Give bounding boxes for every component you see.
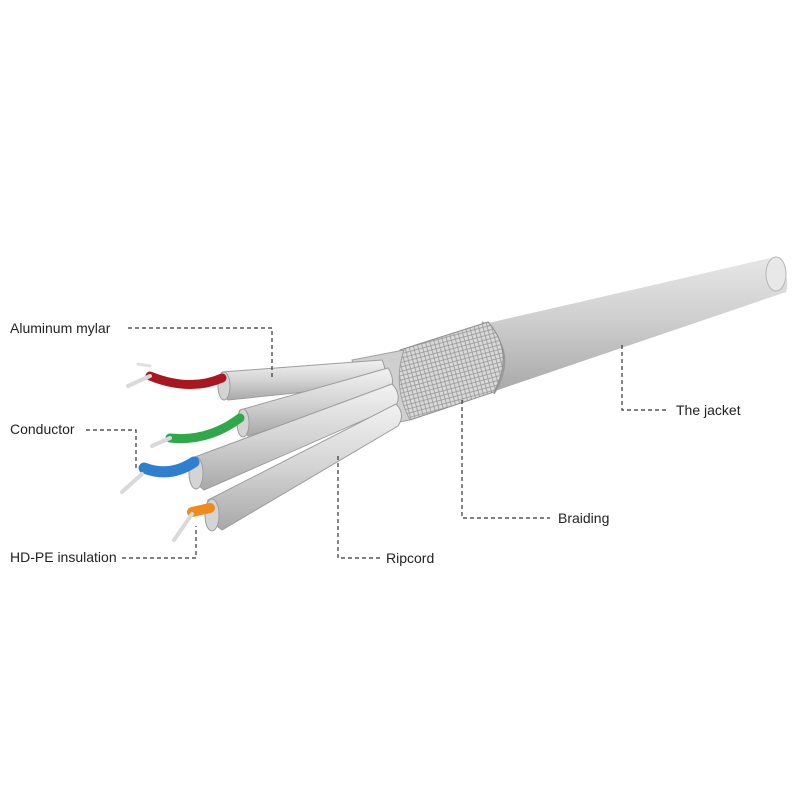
leader-aluminum-mylar — [128, 327, 273, 378]
label-conductor: Conductor — [10, 421, 75, 437]
pair-orange — [172, 403, 402, 542]
jacket — [480, 256, 788, 395]
label-hdpe-insulation: HD-PE insulation — [10, 549, 117, 565]
pair-red — [126, 359, 386, 401]
leader-ripcord — [337, 456, 380, 559]
pair-green-conductor — [150, 436, 172, 448]
pair-red-conductor — [126, 374, 152, 388]
label-ripcord: Ripcord — [386, 550, 434, 566]
pair-red-second-wire — [136, 362, 152, 368]
pair-red-wire — [145, 371, 227, 390]
pair-green-wire — [165, 413, 245, 444]
label-jacket: The jacket — [676, 402, 741, 418]
pair-blue — [120, 383, 399, 494]
pair-green — [150, 367, 394, 448]
label-aluminum-mylar: Aluminum mylar — [10, 320, 111, 336]
leader-conductor — [86, 429, 137, 468]
callout-labels: Aluminum mylar Conductor HD-PE insulatio… — [10, 320, 741, 566]
jacket-body — [480, 258, 788, 392]
pair-orange-wire — [187, 503, 215, 517]
pair-blue-conductor — [120, 472, 144, 494]
jacket-end-cap — [765, 256, 787, 292]
leader-jacket — [621, 345, 668, 411]
leader-braiding — [461, 400, 550, 519]
leader-hdpe-insulation — [122, 526, 197, 559]
pair-blue-wire — [138, 456, 200, 478]
leader-lines — [86, 327, 668, 559]
label-braiding: Braiding — [558, 510, 609, 526]
pair-orange-conductor — [172, 512, 194, 542]
braiding — [395, 321, 504, 421]
braiding-sleeve — [395, 321, 504, 421]
